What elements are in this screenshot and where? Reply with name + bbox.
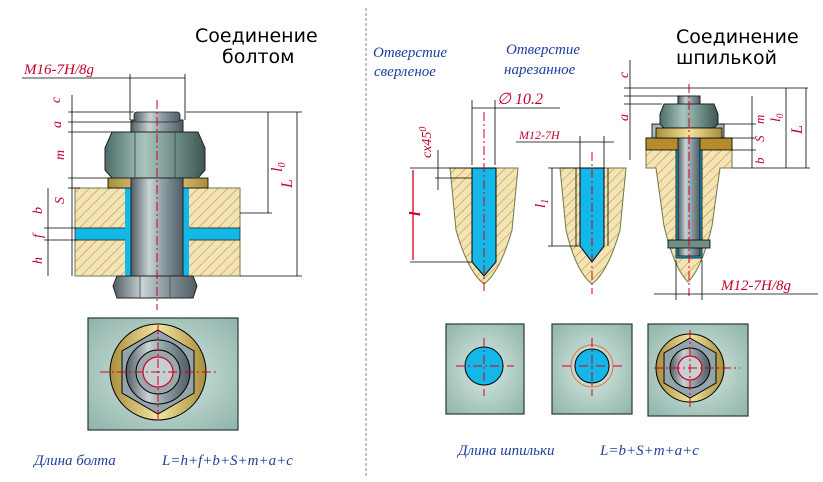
tapped-hole-line1: Отверстие bbox=[506, 42, 580, 58]
stud-dim-a: a bbox=[617, 114, 632, 121]
stud-dim-c: c bbox=[617, 71, 632, 78]
bolt-dim-b: b bbox=[31, 207, 46, 214]
bolt-formula: L=h+f+b+S+m+a+c bbox=[161, 453, 293, 469]
stud-title-line2: шпилькой bbox=[676, 47, 777, 69]
bolt-dim-S: S bbox=[53, 197, 68, 204]
stud-formula: L=b+S+m+a+c bbox=[599, 443, 699, 459]
bolt-dim-f: f bbox=[31, 232, 46, 238]
bolt-dim-m: m bbox=[53, 150, 68, 160]
drilled-depth-l: l bbox=[407, 211, 424, 216]
bolt-dim-l0: l0 bbox=[269, 163, 288, 172]
drilled-hole-line1: Отверстие bbox=[373, 45, 447, 61]
stud-dim-l0: l0 bbox=[769, 113, 785, 122]
bolt-connection-section: Соединение болтом M16-7H/8g bbox=[22, 25, 318, 469]
tapped-depth-l1: l1 bbox=[533, 199, 551, 208]
bolt-head bbox=[112, 275, 198, 299]
bolt-dim-c: c bbox=[49, 96, 64, 103]
bolt-title-line1: Соединение bbox=[195, 25, 318, 47]
bolt-title-line2: болтом bbox=[222, 46, 295, 68]
stud-formula-label: Длина шпильки bbox=[456, 443, 554, 459]
stud-thread-label: M12-7H/8g bbox=[720, 278, 791, 294]
stud-dim-L: L bbox=[789, 125, 806, 135]
stud-dim-b: b bbox=[752, 157, 767, 164]
stud-title-line1: Соединение bbox=[676, 26, 799, 48]
stud-dim-S: S bbox=[752, 135, 767, 142]
bolt-dim-h: h bbox=[31, 257, 46, 264]
stud-dim-m: m bbox=[752, 115, 767, 124]
bolt-dim-L: L bbox=[279, 179, 296, 189]
hole-diameter-label: ∅ 10.2 bbox=[497, 91, 543, 108]
chamfer-label: cx450 bbox=[418, 127, 435, 158]
tapped-hole-line2: нарезанное bbox=[504, 62, 576, 78]
bolt-nut bbox=[104, 131, 206, 179]
stud-connection-section: Отверстие сверленое Отверстие нарезанное… bbox=[373, 26, 818, 459]
bolt-dim-a: a bbox=[50, 121, 65, 128]
bolt-formula-label: Длина болта bbox=[32, 453, 116, 469]
bolt-thread-label: M16-7H/8g bbox=[23, 62, 94, 78]
tapped-thread-label: M12-7H bbox=[518, 128, 561, 142]
drilled-hole-line2: сверленое bbox=[374, 64, 436, 80]
